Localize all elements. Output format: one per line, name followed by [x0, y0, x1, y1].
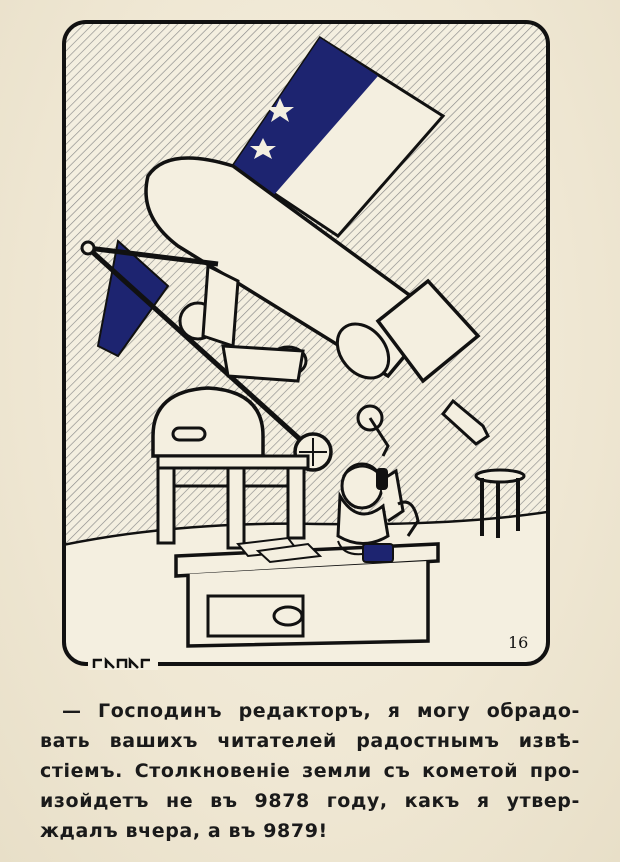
stool [474, 468, 526, 538]
astronomer-figure [336, 462, 420, 545]
desk [174, 536, 440, 648]
star-icon [266, 98, 294, 122]
caption-line: вать вашихъ читателей радостнымъ извѣ- [40, 730, 580, 752]
star-icon [250, 138, 276, 159]
cartoon-border [62, 20, 550, 666]
caption-line: изойдетъ не въ 9878 году, какъ я утвер- [40, 790, 580, 812]
telescope [80, 156, 490, 472]
caption-line: стіемъ. Столкновеніе земли съ кометой пр… [40, 760, 580, 782]
telescope-pedestal [151, 386, 310, 550]
cartoon-illustration: 16 [58, 16, 554, 670]
artist-signature [88, 656, 158, 670]
caption-line: ждалъ вчера, а въ 9879! [40, 820, 328, 842]
page-number: 16 [508, 633, 528, 652]
caption-line: — Господинъ редакторъ, я могу обрадо- [62, 700, 580, 722]
caption: — Господинъ редакторъ, я могу обрадо- ва… [40, 696, 580, 846]
